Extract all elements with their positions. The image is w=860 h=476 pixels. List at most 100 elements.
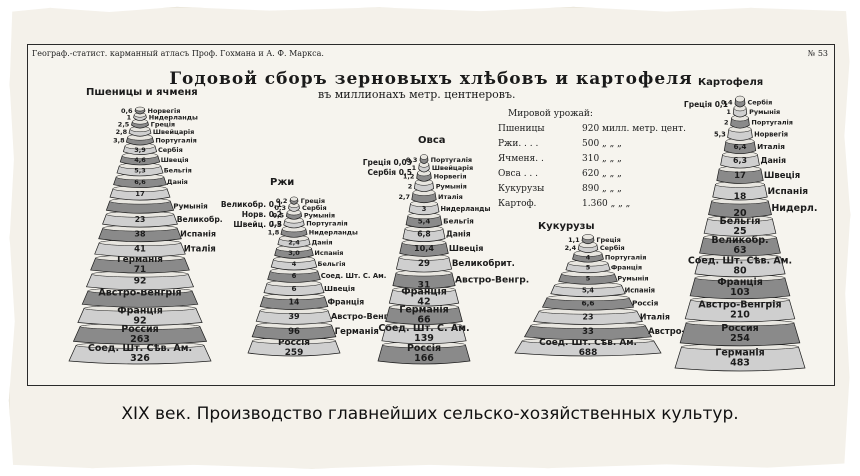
- tier-country: Австро-Венгрія: [98, 288, 181, 299]
- world-harvest-crop: Пшеницы: [498, 124, 545, 134]
- tier-value: 63: [733, 245, 746, 256]
- tier-country: Сербія: [158, 146, 183, 154]
- world-harvest-value: 920 милл. метр. цент.: [582, 124, 686, 134]
- stack-title: Пшеницы и ячменя: [86, 87, 198, 98]
- tier-value: 6,6: [581, 298, 594, 307]
- stack-title: Картофеля: [698, 76, 763, 88]
- tier-value: 4: [586, 253, 591, 261]
- tier-country: Испанія: [180, 228, 216, 238]
- tier-country: Швеція: [449, 243, 484, 253]
- tier-country: Соед. Шт. Сѣв. Ам.: [539, 338, 637, 348]
- tier-value: 17: [734, 171, 746, 181]
- tier-country: Италія: [757, 142, 785, 151]
- tier-country-left: Швейц. 0,5: [233, 220, 282, 229]
- tier-value: 2,7: [398, 193, 410, 201]
- world-harvest-row: Пшеницы 920 милл. метр. цент.: [498, 122, 686, 137]
- tier-country: Швеція: [161, 156, 189, 164]
- tier-value: 1,1: [568, 236, 580, 244]
- tier-value: 5: [586, 263, 591, 271]
- tier-value: 2,5: [118, 120, 130, 128]
- tier-value: 39: [288, 311, 300, 321]
- stack-tier-top: [420, 154, 428, 160]
- tier-country: Италія: [640, 311, 670, 321]
- tier-value: 1: [412, 164, 417, 172]
- tier-country: Франція: [327, 298, 364, 307]
- tier-value: 2,8: [116, 128, 128, 136]
- tier-value: 3: [422, 205, 427, 213]
- world-harvest-value: 310 „ „ „: [582, 154, 622, 164]
- tier-country: Греція: [151, 120, 175, 128]
- tier-country: Бельгія: [318, 260, 346, 268]
- tier-value: 4,6: [134, 156, 146, 164]
- world-harvest-crop: Овса . . .: [498, 169, 539, 179]
- tier-country: Россия: [721, 323, 759, 334]
- tier-country: Португалія: [155, 137, 197, 145]
- tier-country: Румынія: [617, 275, 648, 283]
- tier-value: 210: [730, 309, 750, 320]
- tier-value: 4: [292, 260, 297, 268]
- tier-country: Соед. Шт. С. Ам.: [378, 323, 469, 334]
- tier-value: 23: [583, 312, 594, 321]
- tier-country: Сербія: [748, 98, 773, 106]
- tier-country: Норвегія: [434, 173, 467, 181]
- tier-value: 3,0: [288, 249, 300, 257]
- world-harvest-value: 890 „ „ „: [582, 184, 622, 194]
- tier-country: Испанія: [314, 249, 343, 257]
- tier-country: Данія: [446, 230, 471, 239]
- image-caption: XIX век. Производство главнейших сельско…: [121, 404, 739, 424]
- tier-country: Данія: [312, 238, 333, 246]
- tier-value: 10,4: [414, 243, 434, 253]
- atlas-plate: Географ.-статист. карманный атласъ Проф.…: [27, 44, 835, 386]
- tier-value: 1: [127, 113, 132, 121]
- tier-value: 0,4: [721, 98, 733, 106]
- world-harvest-crop: Ржи. . . .: [498, 139, 539, 149]
- tier-country: Сербія: [600, 244, 625, 252]
- tier-country: Соед. Шт. Сѣв. Ам.: [688, 255, 792, 266]
- tier-country: Португалія: [605, 253, 647, 261]
- tier-country: Бельгія: [720, 216, 761, 227]
- tier-country: Португалія: [306, 220, 348, 228]
- tier-value: 5,4: [582, 287, 594, 295]
- tier-value: 5,3: [714, 130, 726, 138]
- tier-value: 5: [586, 275, 591, 283]
- tier-country: Нидерланды: [149, 113, 198, 121]
- tier-value: 1,8: [268, 229, 280, 237]
- world-harvest-row: Кукурузы 890 „ „ „: [498, 182, 686, 197]
- tier-country: Португалія: [751, 119, 793, 127]
- tier-value: 80: [733, 265, 747, 276]
- tier-value: 259: [285, 348, 304, 358]
- tier-country: Великобрит.: [452, 258, 515, 269]
- world-harvest-crop: Картоф.: [498, 199, 537, 209]
- tier-value: 6,4: [734, 142, 747, 151]
- tier-country: Германія: [715, 347, 764, 358]
- world-harvest-value: 620 „ „ „: [582, 169, 622, 179]
- tier-value: 688: [579, 348, 598, 358]
- tier-value: 2: [408, 182, 413, 190]
- tier-country: Румынія: [304, 211, 335, 219]
- tier-country: Бельгія: [164, 166, 192, 174]
- tier-country: Франція: [117, 305, 163, 316]
- tier-country: Румынія: [173, 202, 208, 211]
- world-harvest-row: Картоф.1.360 „ „ „: [498, 197, 686, 212]
- tier-value: 18: [734, 192, 747, 202]
- tier-value: 3,8: [113, 137, 125, 145]
- tier-value: 1: [726, 108, 731, 116]
- tier-value: 66: [417, 314, 431, 325]
- tier-country: Великобр.: [711, 235, 768, 246]
- atlas-source-line: Географ.-статист. карманный атласъ Проф.…: [32, 49, 324, 58]
- tier-country: Россія: [632, 298, 659, 307]
- world-harvest-crop: Кукурузы: [498, 184, 545, 194]
- page-number: № 53: [807, 49, 828, 58]
- tier-country: Румынія: [436, 182, 467, 190]
- tier-value: 6: [292, 272, 297, 280]
- tier-value: 23: [135, 215, 146, 224]
- plate-subtitle: въ миллионахъ метр. центнеровъ.: [318, 88, 516, 101]
- tier-value: 92: [133, 315, 146, 326]
- tier-value: 6: [291, 284, 296, 293]
- tier-country: Норвегія: [754, 130, 788, 138]
- tier-value: 71: [134, 265, 146, 275]
- tier-country: Соед. Шт. С. Ам.: [321, 272, 387, 280]
